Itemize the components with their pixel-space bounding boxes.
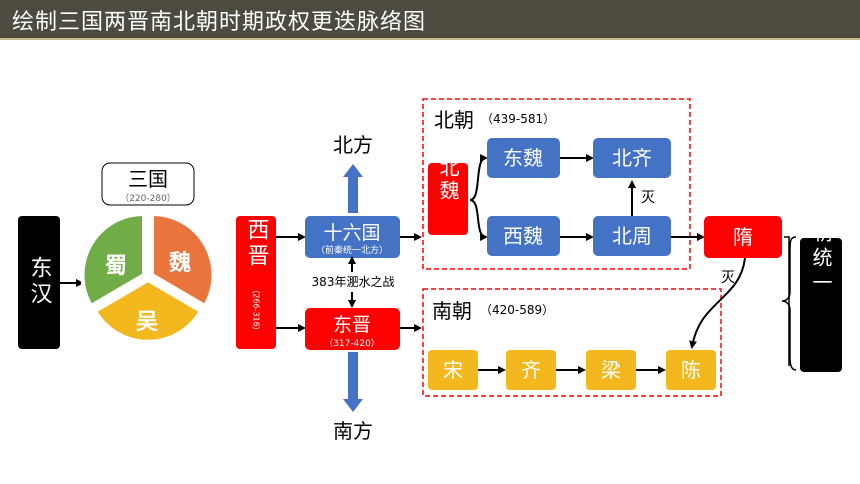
suichao-tongyi-label: 隋朝统一	[809, 197, 833, 297]
beizhou-label: 北周	[612, 224, 652, 248]
page-title: 绘制三国两晋南北朝时期政权更迭脉络图	[12, 10, 427, 35]
sui-label: 隋	[733, 225, 753, 249]
beiwei-label: 北魏	[436, 157, 460, 203]
dongjin-label: 东晋	[333, 314, 371, 336]
song-box	[428, 350, 478, 390]
beichao-label: 北朝	[434, 108, 474, 132]
sanguo-years: （220-280）	[120, 193, 176, 204]
xiwei-box	[487, 216, 560, 256]
beichao-frame	[422, 98, 691, 270]
nanchao-label: 南朝	[432, 299, 472, 323]
tongyi-bracket	[784, 236, 790, 366]
header-bar: 绘制三国两晋南北朝时期政权更迭脉络图	[0, 0, 860, 40]
wei-label: 魏	[168, 250, 191, 276]
south-arrow	[343, 352, 363, 412]
suichao-tongyi-box	[800, 238, 842, 372]
north-label: 北方	[333, 133, 373, 157]
south-label: 南方	[333, 419, 373, 443]
donghan-box	[18, 216, 60, 349]
xijin-label: 西晋	[244, 218, 269, 270]
shiliuguo-sub: （前秦统一北方）	[316, 244, 388, 256]
song-label: 宋	[443, 358, 463, 382]
beiqi-label: 北齐	[612, 146, 652, 170]
dongwei-box	[487, 138, 560, 178]
dongwei-label: 东魏	[503, 146, 543, 170]
qi-box	[506, 350, 556, 390]
sui-box	[704, 216, 782, 258]
beiwei-box	[428, 163, 468, 235]
chen-label: 陈	[681, 358, 701, 382]
pie-slice-shu	[80, 211, 146, 309]
beiwei-split-2	[469, 199, 488, 241]
shu-label: 蜀	[105, 254, 127, 279]
qi-label: 齐	[521, 358, 541, 382]
dongjin-box	[305, 308, 400, 350]
xijin-years: （266-316）	[252, 285, 261, 334]
mie2-label: 灭	[721, 270, 735, 286]
xijin-box	[236, 216, 276, 349]
beiqi-box	[593, 138, 671, 178]
liang-label: 梁	[601, 358, 621, 382]
dongjin-years: （317-420）	[324, 338, 380, 349]
beizhou-box	[593, 216, 671, 256]
nanchao-frame	[422, 288, 722, 397]
chen-box	[666, 350, 716, 390]
donghan-label: 东汉	[27, 256, 53, 308]
sanguo-label: 三国	[128, 167, 168, 191]
wu-label: 吴	[136, 310, 158, 335]
arrow-sui-chen	[689, 257, 746, 349]
sanguo-box	[101, 162, 195, 206]
nanchao-years: （420-589）	[480, 303, 554, 317]
north-arrow	[343, 164, 363, 213]
beichao-years: （439-581）	[481, 112, 555, 126]
mie1-label: 灭	[641, 190, 655, 206]
shiliuguo-box	[305, 216, 400, 258]
beiwei-split	[469, 154, 488, 201]
feishui-label: 383年淝水之战	[312, 275, 395, 289]
xiwei-label: 西魏	[503, 224, 543, 248]
liang-box	[586, 350, 636, 390]
tongyi-bracket-brace	[781, 236, 797, 371]
sanguo-pie	[80, 211, 216, 344]
pie-slice-wu	[92, 277, 204, 344]
pie-slice-wei	[150, 211, 216, 309]
shiliuguo-label: 十六国	[323, 222, 380, 244]
